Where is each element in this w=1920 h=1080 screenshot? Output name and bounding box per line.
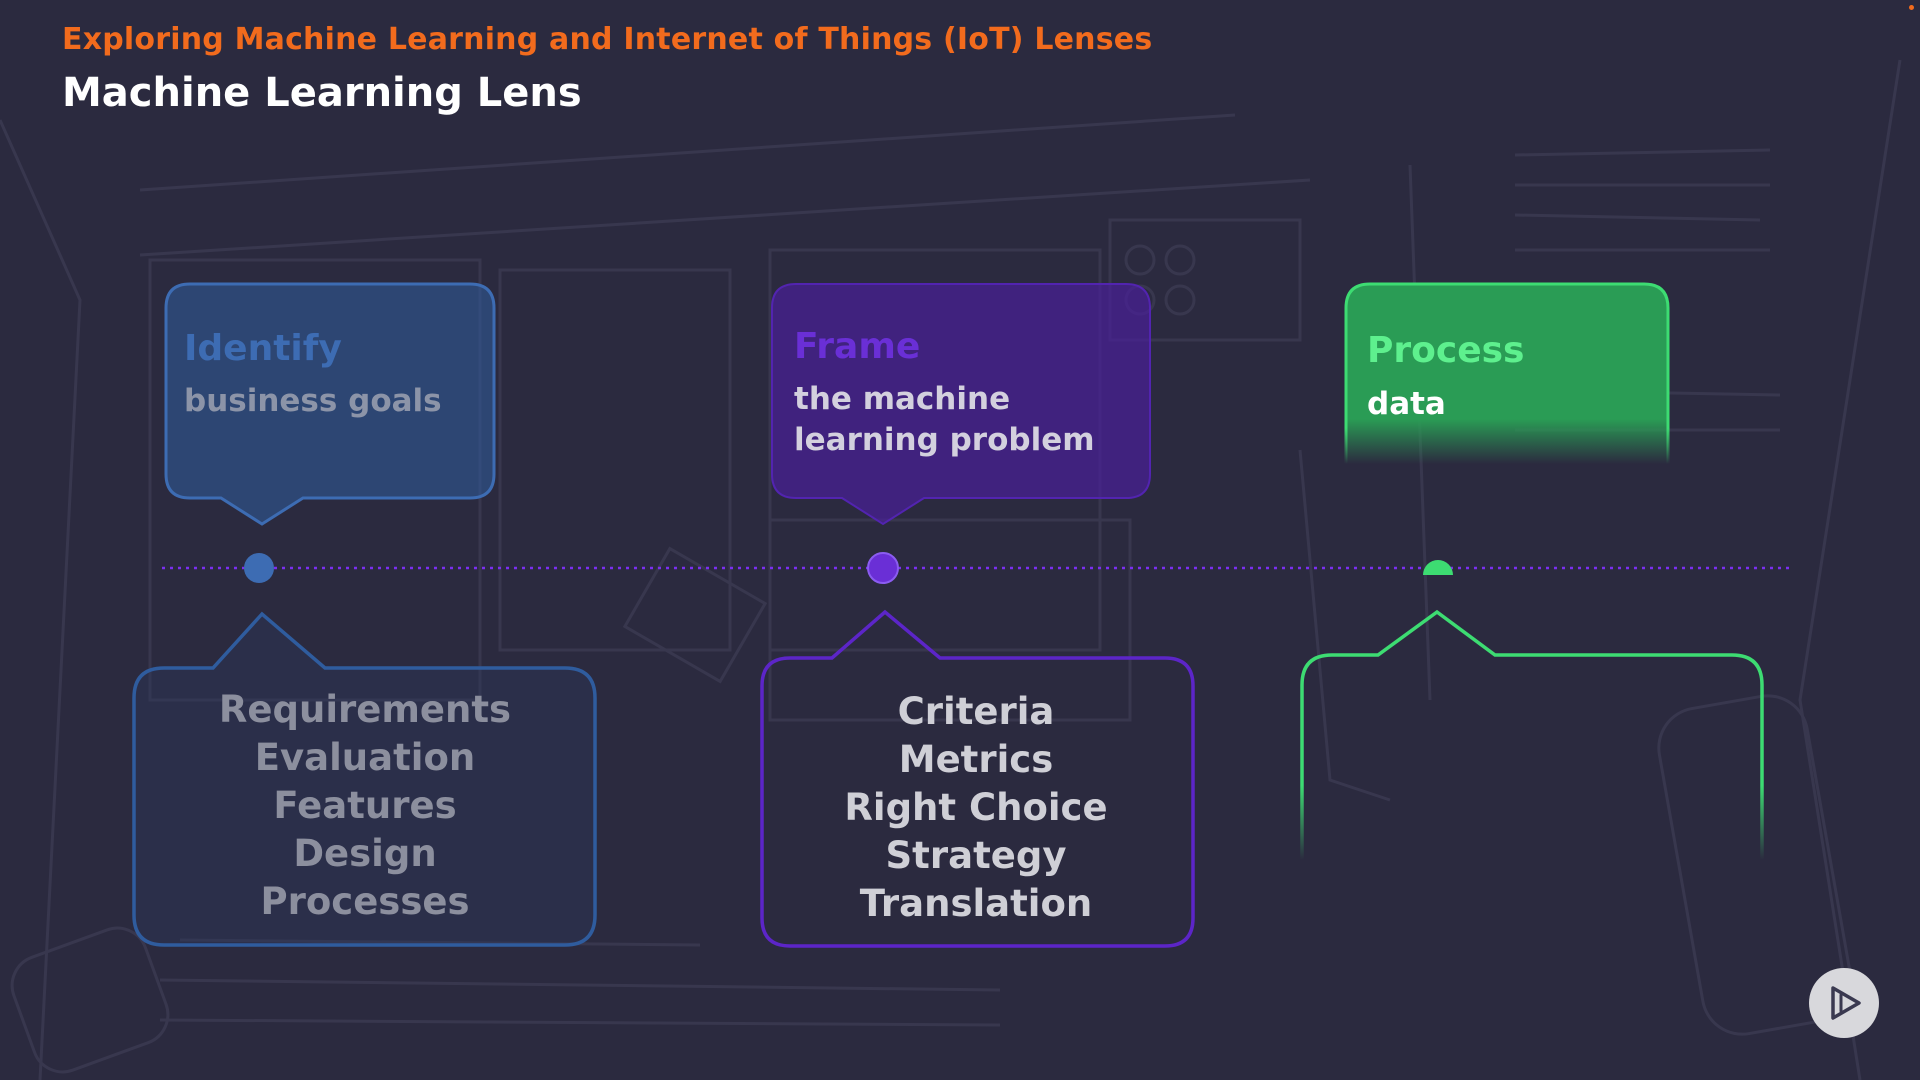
frame-details: Criteria Metrics Right Choice Strategy T… xyxy=(776,688,1176,928)
list-item: Processes xyxy=(260,880,470,923)
frame-card-shape xyxy=(771,283,1151,526)
list-item: Metrics xyxy=(898,738,1054,781)
play-button[interactable] xyxy=(1809,968,1879,1038)
corner-indicator xyxy=(1909,5,1914,10)
process-marker xyxy=(1423,560,1453,575)
list-item: Criteria xyxy=(897,690,1055,733)
list-item: Evaluation xyxy=(254,736,476,779)
frame-marker xyxy=(867,552,899,584)
list-item: Translation xyxy=(859,882,1093,925)
frame-subtitle-line: the machine xyxy=(794,381,1011,417)
identify-card-shape xyxy=(164,282,496,526)
process-subtitle: data xyxy=(1367,386,1446,422)
frame-subtitle: the machine learning problem xyxy=(794,379,1095,461)
identify-details: Requirements Evaluation Features Design … xyxy=(164,686,566,926)
process-card-shape xyxy=(1344,282,1670,464)
identify-detail-shape xyxy=(132,611,597,947)
play-icon xyxy=(1831,986,1861,1020)
list-item: Strategy xyxy=(885,834,1067,877)
frame-heading: Frame xyxy=(794,326,921,367)
identify-heading: Identify xyxy=(184,328,342,369)
list-item: Features xyxy=(273,784,457,827)
list-item: Design xyxy=(293,832,437,875)
frame-subtitle-line: learning problem xyxy=(794,422,1095,458)
frame-detail-shape xyxy=(760,609,1195,948)
identify-marker xyxy=(244,553,274,583)
process-heading: Process xyxy=(1367,330,1525,371)
list-item: Right Choice xyxy=(844,786,1108,829)
list-item: Requirements xyxy=(218,688,512,731)
process-detail-shape xyxy=(1300,609,1764,860)
slide-title: Machine Learning Lens xyxy=(62,70,582,116)
identify-subtitle: business goals xyxy=(184,383,442,419)
course-title: Exploring Machine Learning and Internet … xyxy=(62,22,1153,57)
